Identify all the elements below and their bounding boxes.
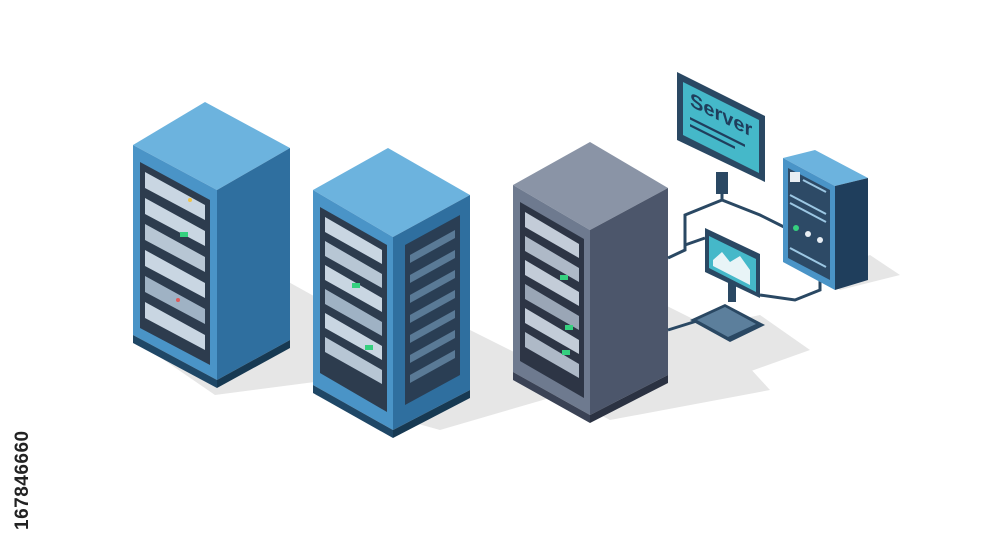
server-rack-3 — [513, 142, 668, 423]
rack-3-units — [525, 212, 579, 378]
keyboard-icon — [690, 304, 765, 342]
analytics-monitor — [705, 228, 760, 302]
server-monitor: Server — [677, 72, 765, 194]
control-panel — [783, 150, 868, 290]
stock-id-text: 167846660 — [12, 430, 33, 530]
rack-2-units — [325, 217, 382, 384]
stock-id-label: 167846660 — [12, 300, 36, 530]
server-rack-1 — [133, 102, 290, 388]
server-rack-2 — [313, 148, 470, 438]
rack-1-units — [145, 172, 205, 350]
control-panel-icons — [789, 172, 827, 268]
rack-2-side-vents — [410, 230, 455, 383]
